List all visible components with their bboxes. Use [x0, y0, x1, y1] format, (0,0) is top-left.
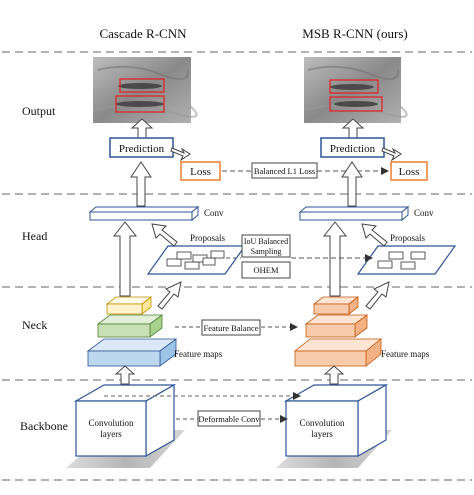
left-prediction-label: Prediction	[119, 143, 165, 155]
right-prediction-label: Prediction	[330, 143, 376, 155]
deformable-conv-label: Deformable Conv	[198, 414, 260, 424]
right-proposals-label: Proposals	[390, 233, 426, 243]
deformable-conv-box	[197, 410, 261, 427]
left-conv-layers-line2: layers	[100, 429, 122, 439]
ohem-box	[241, 261, 291, 279]
right-arrow-neck-to-conv	[322, 221, 348, 297]
right-conv-layers-line1: Convolution	[299, 418, 345, 428]
right-column-title: MSB R-CNN (ours)	[302, 26, 407, 41]
iou-balanced-line1: IoU Balanced	[244, 237, 288, 246]
right-proposals-panel	[356, 245, 457, 275]
ohem-label: OHEM	[253, 265, 278, 275]
left-loss-box	[180, 161, 221, 181]
detection-box-left-2	[115, 95, 165, 113]
right-feature-pyramid	[293, 296, 383, 367]
left-arrow-neck-to-proposals	[157, 281, 182, 310]
left-arrow-backbone-to-neck	[114, 365, 136, 385]
right-conv-bar	[298, 205, 410, 222]
left-column-title: Cascade R-CNN	[99, 26, 187, 41]
left-feature-pyramid	[86, 296, 178, 367]
left-conv-label: Conv	[204, 208, 224, 218]
right-loss-box	[390, 161, 428, 181]
left-output-image	[93, 57, 198, 123]
left-arrow-conv-to-prediction	[130, 161, 152, 207]
left-proposals-label: Proposals	[190, 233, 226, 243]
left-convolution-cube	[73, 383, 177, 458]
row-separators	[2, 51, 472, 481]
left-arrow-neck-to-conv	[112, 221, 138, 297]
right-arrow-proposals-to-conv	[361, 223, 388, 247]
right-arrow-conv-to-prediction	[341, 161, 363, 207]
row-label-neck: Neck	[22, 318, 47, 332]
right-conv-layers-line2: layers	[311, 429, 333, 439]
row-label-head: Head	[22, 229, 47, 243]
detection-box-right-2	[329, 96, 383, 112]
left-arrow-to-loss	[170, 147, 191, 162]
right-prediction-box	[320, 137, 385, 158]
feature-balance-label: Feature Balance	[204, 323, 259, 333]
right-output-image	[304, 57, 408, 123]
iou-balanced-line2: Sampling	[251, 247, 282, 256]
left-conv-bar	[88, 205, 200, 222]
right-arrow-backbone-to-neck	[323, 365, 345, 385]
right-conv-label: Conv	[414, 208, 434, 218]
right-arrow-to-loss	[381, 147, 402, 162]
balanced-l1-label: Balanced L1 Loss	[254, 166, 315, 176]
left-loss-label: Loss	[190, 166, 211, 178]
right-convolution-cube	[283, 383, 389, 458]
iou-balanced-box	[241, 234, 291, 258]
row-label-backbone: Backbone	[20, 419, 68, 433]
left-arrow-proposals-to-conv	[151, 223, 178, 247]
right-arrow-to-image	[341, 118, 365, 139]
feature-balance-box	[201, 319, 261, 336]
right-arrow-neck-to-proposals	[365, 281, 390, 310]
detection-box-right-1	[329, 79, 379, 94]
right-feature-maps-label: Feature maps	[381, 349, 430, 359]
detection-box-left-1	[119, 78, 165, 93]
left-prediction-box	[109, 137, 174, 158]
left-feature-maps-label: Feature maps	[174, 349, 223, 359]
left-conv-layers-line1: Convolution	[88, 418, 134, 428]
left-proposals-panel	[146, 245, 247, 275]
row-label-output: Output	[22, 104, 56, 118]
right-loss-label: Loss	[399, 166, 420, 178]
left-arrow-to-image	[130, 118, 154, 139]
